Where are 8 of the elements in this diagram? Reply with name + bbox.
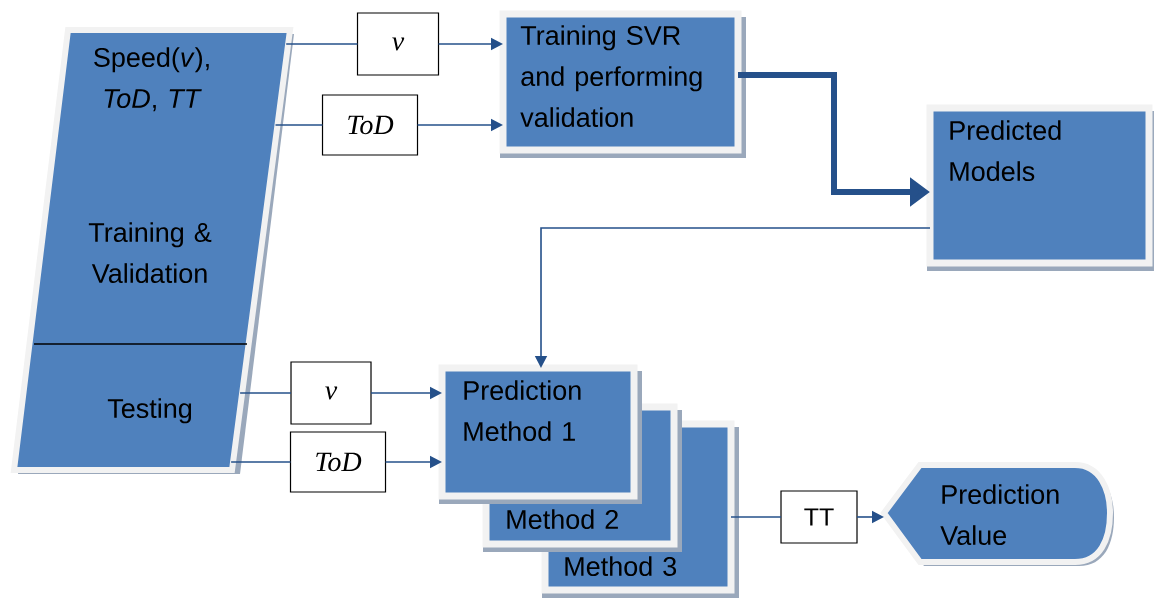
variable-box: v	[290, 361, 372, 425]
process-box: Predicted Models	[926, 104, 1154, 271]
process-box: Training SVR and performing validation	[499, 10, 746, 158]
variable-box: ToD	[289, 431, 387, 493]
variable-box: v	[356, 12, 440, 76]
process-box: Prediction Method 1	[438, 364, 642, 504]
variable-box: TT	[780, 490, 858, 544]
variable-box: ToD	[321, 94, 419, 156]
